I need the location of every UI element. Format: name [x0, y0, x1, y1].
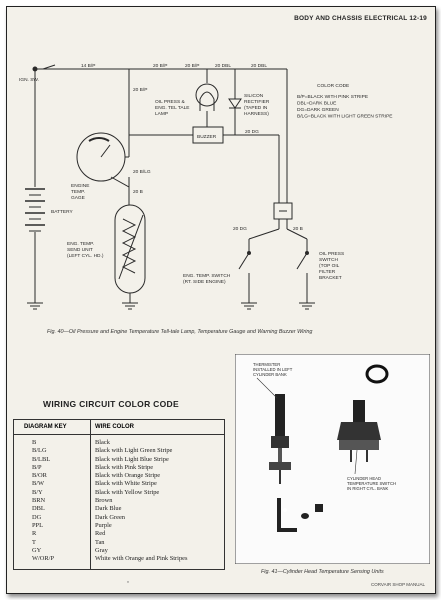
wire-color-cell: Red	[95, 530, 106, 538]
table-row: PPL Purple	[13, 521, 225, 531]
diagram-key-cell: B/P	[13, 463, 91, 473]
page-mark: *	[127, 581, 129, 587]
buzzer-label: BUZZER	[197, 134, 217, 140]
diagram-key-cell: GY	[13, 546, 91, 556]
wire-label-20blg: 20 B/LG	[133, 169, 151, 175]
fig41-caption: Fig. 41—Cylinder Head Temperature Sensin…	[261, 569, 384, 575]
table-row: BRN Brown	[13, 497, 225, 506]
wire-color-cell: White with Orange and Pink Stripes	[95, 555, 188, 563]
wire-label-20dbl-2: 20 DBL	[251, 63, 267, 69]
ign-switch-label: IGN. SW.	[19, 77, 39, 83]
fig40-caption: Fig. 40—Oil Pressure and Engine Temperat…	[47, 329, 313, 335]
battery-label: BATTERY	[51, 209, 73, 215]
table-row: B/W Black with White Stripe	[13, 480, 225, 489]
wire-color-cell: Black with White Stripe	[95, 480, 157, 488]
send-unit-label: ENG. TEMP. SEND UNIT (LEFT CYL. HD.)	[67, 241, 104, 259]
wire-color-cell: Dark Green	[95, 513, 125, 521]
wire-label-20b: 20 B	[133, 189, 143, 195]
thermister-part	[269, 394, 291, 484]
wire-color-cell: Brown	[95, 497, 113, 505]
temp-switch-label: ENG. TEMP. SWITCH (RT. SIDE ENGINE)	[183, 273, 232, 285]
diagram-key-cell: W/OR/P	[13, 555, 91, 570]
manual-page: BODY AND CHASSIS ELECTRICAL 12-19	[6, 6, 436, 594]
wire-color-cell: Black with Pink Stripe	[95, 463, 154, 471]
wire-label-14bp: 14 B/P	[81, 63, 95, 69]
wire-label-20dg-2: 20 DG	[233, 226, 247, 232]
gauge-label: ENGINE TEMP. GAGE	[71, 183, 91, 201]
rectifier-label: SILICON RECTIFIER (TAPED IN HARNESS)	[244, 93, 271, 117]
wire-label-20dbl: 20 DBL	[215, 63, 231, 69]
diagram-key-cell: B	[13, 434, 91, 448]
diagram-key-cell: B/Y	[13, 488, 91, 498]
head-switch-label: CYLINDER HEAD TEMPERATURE SWITCH IN RIGH…	[347, 476, 397, 491]
wire-label-20b-2: 20 B	[293, 226, 303, 232]
table-row: B/Y Black with Yellow Stripe	[13, 488, 225, 498]
wire-color-cell: Black with Light Blue Stripe	[95, 455, 169, 463]
table-row: B/LG Black with Light Green Stripe	[13, 447, 225, 456]
wire-color-cell: Purple	[95, 521, 112, 529]
table-row: DBL Dark Blue	[13, 505, 225, 514]
wire-label-20bp: 20 B/P	[153, 63, 167, 69]
col-header-key: DIAGRAM KEY	[13, 419, 91, 435]
wire-color-cell: Black with Orange Stripe	[95, 472, 161, 480]
table-row: B Black	[13, 434, 225, 448]
wire-color-cell: Black with Light Green Stripe	[95, 447, 173, 455]
page-header: BODY AND CHASSIS ELECTRICAL 12-19	[294, 15, 427, 22]
page-footer: CORVAIR SHOP MANUAL	[370, 582, 425, 587]
wire-label-20dg: 20 DG	[245, 129, 259, 135]
table-row: B/OR Black with Orange Stripe	[13, 472, 225, 481]
table-row: R Red	[13, 530, 225, 539]
diagram-key-cell: B/OR	[13, 472, 91, 481]
table-row: B/LBL Black with Light Blue Stripe	[13, 455, 225, 464]
diagram-key-cell: DG	[13, 513, 91, 522]
diagram-key-cell: BRN	[13, 497, 91, 506]
color-code-title: COLOR CODE	[317, 83, 349, 89]
diagram-key-cell: B/W	[13, 480, 91, 489]
wire-color-cell: Tan	[95, 538, 105, 546]
thermister-label: THERMISTER INSTALLED IN LEFT CYLINDER BA…	[253, 362, 293, 377]
table-row: B/P Black with Pink Stripe	[13, 463, 225, 473]
diagram-key-cell: B/LBL	[13, 455, 91, 464]
wire-label-20bp-3: 20 B/P	[133, 87, 147, 93]
diagram-key-cell: PPL	[13, 521, 91, 531]
table-row: DG Dark Green	[13, 513, 225, 522]
table-row: W/OR/P White with Orange and Pink Stripes	[13, 555, 225, 570]
diagram-key-cell: R	[13, 530, 91, 539]
col-header-color: WIRE COLOR	[90, 419, 225, 435]
head-switch-part	[337, 400, 381, 462]
table-row: T Tan	[13, 538, 225, 547]
oil-switch-label: OIL PRESS SWITCH (TOP OIL FILTER BRACKET	[319, 251, 346, 281]
wire-color-cell: Black	[95, 439, 110, 446]
diagram-key-cell: DBL	[13, 505, 91, 514]
table-row: GY Gray	[13, 546, 225, 556]
diagram-key-cell: T	[13, 538, 91, 547]
wiring-diagram: IGN. SW. 14 B/P 20 B/P 20 B/P 20 B/P 20 …	[19, 63, 392, 310]
bracket-part	[277, 498, 323, 532]
diagram-key-cell: B/LG	[13, 447, 91, 456]
wire-color-cell: Dark Blue	[95, 505, 122, 513]
oil-lamp-label: OIL PRESS & ENG. TEL TALE LAMP	[155, 99, 191, 117]
wire-color-cell: Black with Yellow Stripe	[95, 488, 160, 496]
sensor-photo: THERMISTER INSTALLED IN LEFT CYLINDER BA…	[235, 354, 430, 564]
wire-color-cell: Gray	[95, 546, 108, 554]
wire-label-20bp-2: 20 B/P	[185, 63, 199, 69]
color-table-title: WIRING CIRCUIT COLOR CODE	[43, 399, 179, 409]
color-code-list: B/P=BLACK WITH PINK STRIPE DBL=DARK BLUE…	[297, 94, 392, 120]
